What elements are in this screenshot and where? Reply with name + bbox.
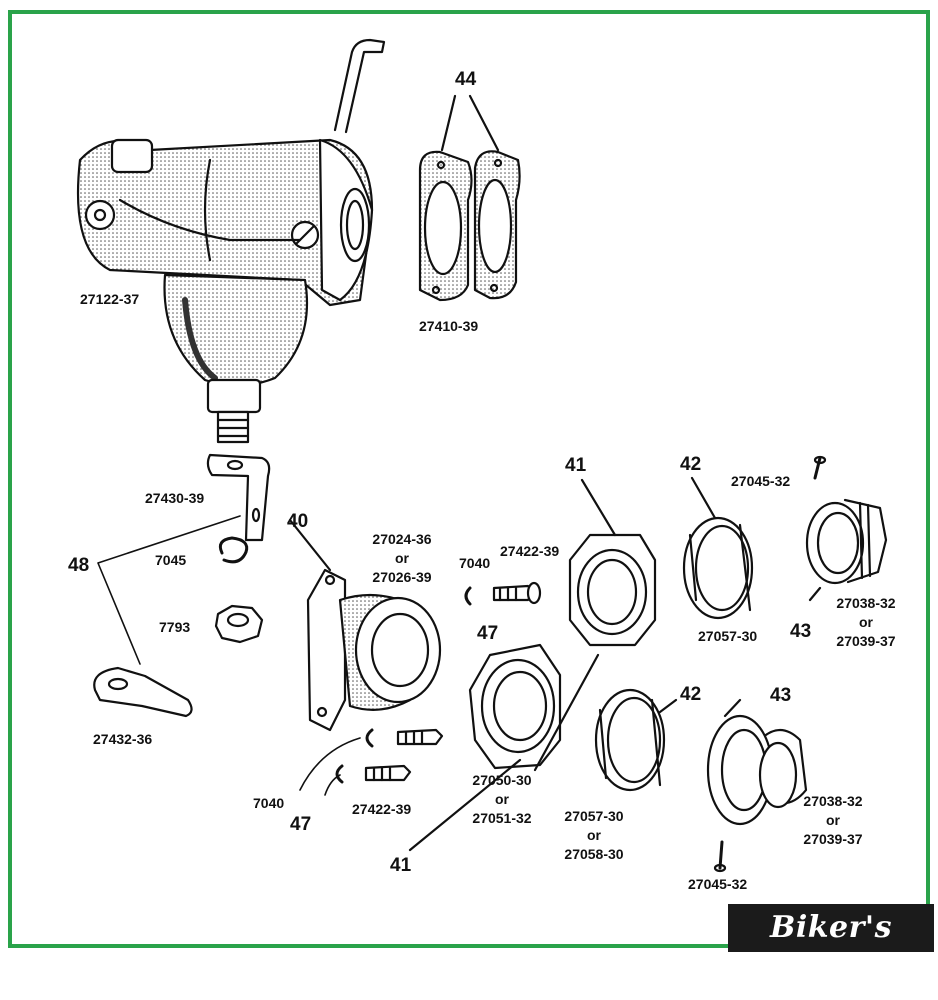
- gasket-pair-illustration: [418, 94, 521, 302]
- bikers-store-watermark: Biker's Store: [728, 904, 934, 993]
- part-number: 27026-39: [372, 569, 432, 585]
- part-number: 27024-36: [372, 531, 432, 547]
- lever-illustration: [93, 666, 193, 718]
- callout-44: 44: [455, 69, 477, 90]
- callout-43-bottom: 43: [770, 685, 792, 706]
- diagram-frame: [8, 10, 930, 948]
- callout-42-top: 42: [680, 454, 702, 475]
- screw-and-clip-illustrations: [299, 455, 827, 873]
- callout-42-bottom: 42: [680, 684, 702, 705]
- part-27045-32-top: 27045-32: [731, 473, 791, 489]
- or-text: or: [826, 812, 840, 828]
- part-27422-39-bottom: 27422-39: [352, 801, 412, 817]
- part-number: 27039-37: [836, 633, 896, 649]
- part-27024-36-or-27026-39: 27024-36 or 27026-39: [362, 530, 442, 587]
- ring-illustrations: [594, 476, 754, 792]
- part-27045-32-bottom: 27045-32: [688, 876, 748, 892]
- or-text: or: [395, 550, 409, 566]
- callout-48: 48: [68, 555, 90, 576]
- part-27038-32-or-27039-37-bottom: 27038-32 or 27039-37: [795, 792, 871, 849]
- carburetor-illustration: [76, 38, 386, 444]
- intake-flange-illustration: [288, 518, 442, 732]
- callout-47-top: 47: [477, 623, 499, 644]
- exploded-parts-drawing: [76, 38, 888, 873]
- part-27430-39: 27430-39: [145, 490, 205, 506]
- part-7793: 7793: [159, 619, 191, 635]
- part-27422-39-top: 27422-39: [500, 543, 560, 559]
- part-number: 27038-32: [836, 595, 896, 611]
- bracket-illustration: [206, 453, 271, 542]
- callout-41-bottom: 41: [390, 855, 412, 876]
- callout-47-bottom: 47: [290, 814, 312, 835]
- callout-41-top: 41: [565, 455, 587, 476]
- or-text: or: [587, 827, 601, 843]
- part-number: 27038-32: [803, 793, 863, 809]
- part-number: 27058-30: [564, 846, 624, 862]
- part-7045: 7045: [155, 552, 187, 568]
- callout-43-top: 43: [790, 621, 812, 642]
- or-text: or: [859, 614, 873, 630]
- part-27410-39: 27410-39: [419, 318, 479, 334]
- part-number: 27057-30: [564, 808, 624, 824]
- lock-washer-illustration: [218, 536, 249, 564]
- nut-illustration: [214, 604, 264, 644]
- part-27038-32-or-27039-37-top: 27038-32 or 27039-37: [828, 594, 904, 651]
- or-text: or: [495, 791, 509, 807]
- part-number: 27039-37: [803, 831, 863, 847]
- part-27057-30-or-27058-30: 27057-30 or 27058-30: [556, 807, 632, 864]
- part-27432-36: 27432-36: [93, 731, 153, 747]
- part-number: 27051-32: [472, 810, 532, 826]
- part-number: 27050-30: [472, 772, 532, 788]
- part-7040-top: 7040: [459, 555, 491, 571]
- callout-40: 40: [287, 511, 309, 532]
- threaded-fitting-illustrations: [706, 498, 888, 826]
- part-7040-bottom: 7040: [253, 795, 285, 811]
- hex-nut-illustrations: [408, 478, 657, 852]
- part-27050-30-or-27051-32: 27050-30 or 27051-32: [465, 771, 539, 828]
- part-27057-30: 27057-30: [698, 628, 758, 644]
- part-27122-37: 27122-37: [80, 291, 140, 307]
